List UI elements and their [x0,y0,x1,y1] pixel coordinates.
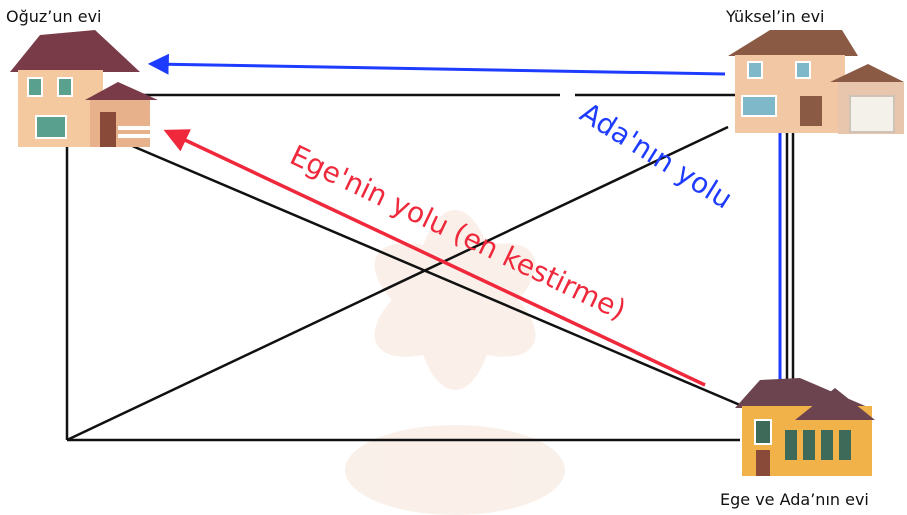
ege-route-arrow [163,129,706,387]
ada-route-label: Ada'nın yolu [574,96,738,216]
road-diagonal-yuksel-bottom [66,125,729,442]
oguz-house-label: Oğuz’un evi [6,7,102,26]
road-diagonal-oguz-ege [129,143,741,407]
ada-route-left [147,53,726,76]
ege-ada-house-icon [735,378,875,476]
oguz-house-icon [10,30,158,147]
yuksel-house-label: Yüksel’in evi [725,7,824,26]
roads [65,93,795,442]
watermark-flower [345,210,565,515]
yuksel-house-icon [728,30,904,134]
ege-ada-house-label: Ege ve Ada’nın evi [720,490,869,509]
